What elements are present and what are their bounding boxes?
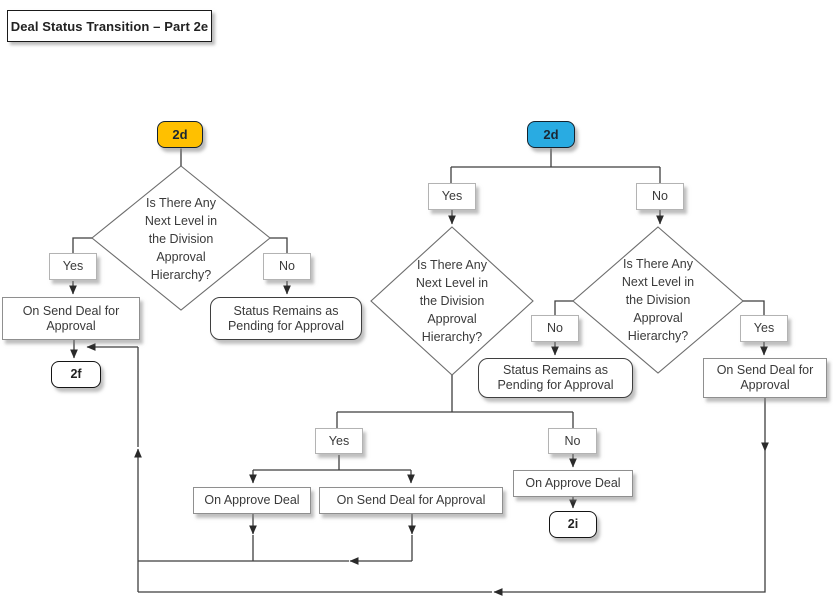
label-yes-mid-top: Yes	[428, 183, 476, 210]
label-no-right-top: No	[636, 183, 684, 210]
decision-left-label: Is There Any Next Level in the Division …	[144, 196, 218, 282]
connector-lines	[72, 148, 765, 593]
label-yes-right: Yes	[740, 315, 788, 342]
process-approve-deal-bottom-left: On Approve Deal	[193, 487, 311, 514]
ref-node-2f: 2f	[51, 361, 101, 388]
process-send-deal-bottom-mid: On Send Deal for Approval	[319, 487, 503, 514]
start-node-right-2d: 2d	[527, 121, 575, 148]
label-yes-bottom: Yes	[315, 428, 363, 454]
label-no-left: No	[263, 253, 311, 280]
label-yes-left: Yes	[49, 253, 97, 280]
connector-arrows	[69, 210, 769, 596]
decision-mid-label: Is There Any Next Level in the Division …	[415, 258, 489, 344]
decision-right-diamond	[572, 226, 744, 374]
diagram-title: Deal Status Transition – Part 2e	[7, 10, 212, 42]
status-remains-pending-mid: Status Remains as Pending for Approval	[478, 358, 633, 398]
process-approve-deal-bottom-right: On Approve Deal	[513, 470, 633, 497]
label-no-bottom: No	[548, 428, 597, 454]
label-no-mid: No	[531, 315, 579, 342]
decision-left-diamond	[91, 165, 271, 311]
ref-node-2i: 2i	[549, 511, 597, 538]
start-node-left-2d: 2d	[157, 121, 203, 148]
process-send-deal-right: On Send Deal for Approval	[703, 358, 827, 398]
decision-right-label: Is There Any Next Level in the Division …	[621, 257, 695, 343]
status-remains-pending-left: Status Remains as Pending for Approval	[210, 297, 362, 340]
process-send-deal-left: On Send Deal for Approval	[2, 297, 140, 340]
